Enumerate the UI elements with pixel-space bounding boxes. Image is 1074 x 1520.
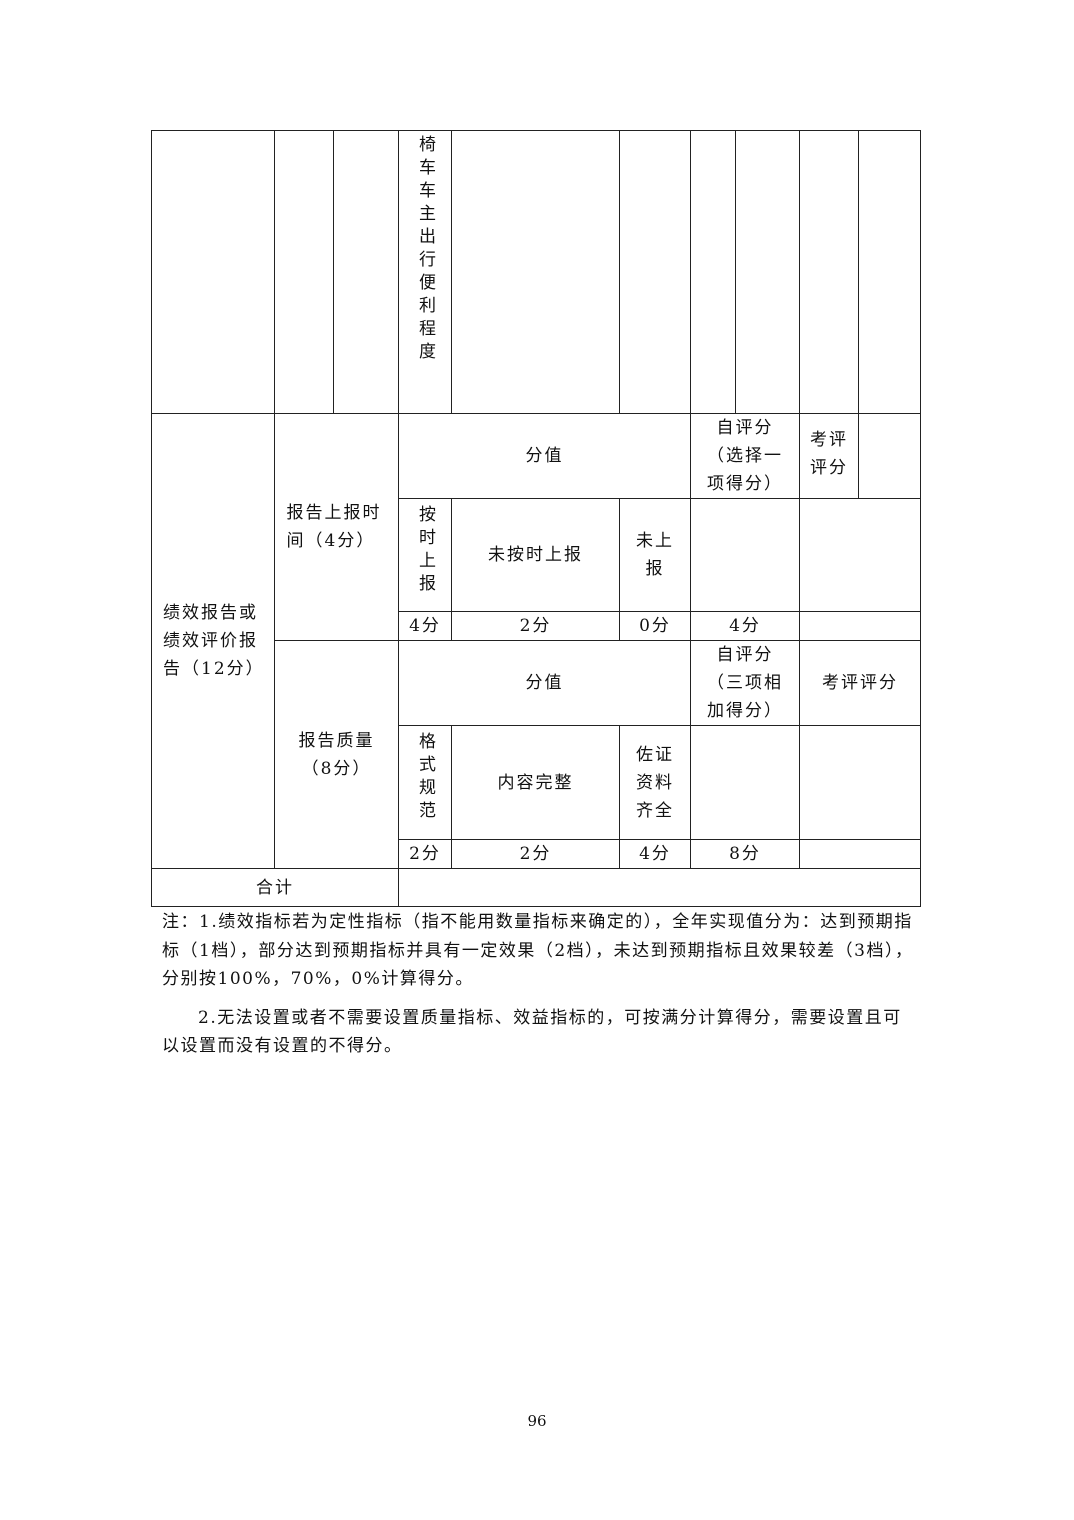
- indicator-name-cell: 椅车车主出行便利程度: [398, 130, 452, 414]
- report-quality-review-header: 考评评分: [799, 640, 921, 726]
- note-2: 2.无法设置或者不需要设置质量指标、效益指标的，可按满分计算得分，需要设置且可以…: [162, 1007, 902, 1057]
- option-not-on-time: 未按时上报: [451, 498, 620, 612]
- report-time-label-cell: 报告上报时间（4分）: [274, 413, 399, 641]
- empty-cell: [333, 130, 399, 414]
- empty-cell: [274, 130, 334, 414]
- points-evidence: 4分: [619, 839, 691, 869]
- empty-cell: [799, 839, 921, 869]
- report-quality-label: 报告质量（8分）: [298, 730, 375, 779]
- report-time-options-row: 按时上报 未按时上报 未上报: [152, 498, 921, 612]
- points-not-reported: 0分: [619, 611, 691, 641]
- report-section-label-cell: 绩效报告或绩效评价报告（12分）: [151, 413, 275, 869]
- option-not-reported: 未上报: [636, 531, 674, 579]
- points-not-on-time: 2分: [451, 611, 620, 641]
- report-time-self-score: 4分: [690, 611, 800, 641]
- report-quality-self-score-header-cell: 自评分（三项相加得分）: [690, 640, 800, 726]
- option-evidence: 佐证资料齐全: [636, 744, 674, 821]
- indicator-name: 椅车车主出行便利程度: [415, 135, 435, 365]
- empty-cell: [690, 130, 736, 414]
- empty-cell: [799, 725, 921, 840]
- total-value-cell: [398, 868, 921, 907]
- empty-cell: [858, 413, 921, 499]
- empty-cell: [690, 725, 800, 840]
- option-format-cell: 格式规范: [398, 725, 452, 840]
- performance-table: 椅车车主出行便利程度 绩效报告或绩效评价报告（12分） 报告上报时间（4分） 分…: [151, 130, 921, 907]
- report-time-points-row: 4分 2分 0分 4分: [152, 611, 921, 641]
- empty-cell: [799, 130, 859, 414]
- empty-cell: [451, 130, 620, 414]
- option-content-complete: 内容完整: [451, 725, 620, 840]
- report-quality-score-header: 分值: [398, 640, 691, 726]
- note-1: 注：1.绩效指标若为定性指标（指不能用数量指标来确定的），全年实现值分为：达到预…: [162, 912, 914, 989]
- page-number: 96: [527, 1412, 547, 1430]
- report-time-self-score-header-cell: 自评分（选择一项得分）: [690, 413, 800, 499]
- report-time-review-header-cell: 考评评分: [799, 413, 859, 499]
- report-time-self-score-header: 自评分（选择一项得分）: [707, 418, 783, 494]
- option-evidence-cell: 佐证资料齐全: [619, 725, 691, 840]
- report-time-review-header: 考评评分: [810, 430, 848, 478]
- points-content: 2分: [451, 839, 620, 869]
- points-format: 2分: [398, 839, 452, 869]
- report-quality-options-row: 格式规范 内容完整 佐证资料齐全: [152, 725, 921, 840]
- option-not-reported-cell: 未上报: [619, 498, 691, 612]
- empty-cell: [735, 130, 800, 414]
- empty-cell: [151, 130, 275, 414]
- report-time-header-row: 绩效报告或绩效评价报告（12分） 报告上报时间（4分） 分值 自评分（选择一项得…: [151, 413, 921, 869]
- notes: 注：1.绩效指标若为定性指标（指不能用数量指标来确定的），全年实现值分为：达到预…: [162, 908, 914, 1061]
- report-time-score-header: 分值: [398, 413, 691, 499]
- report-quality-header-row: 报告质量（8分） 分值 自评分（三项相加得分） 考评评分: [152, 640, 921, 869]
- option-format: 格式规范: [415, 732, 435, 824]
- report-time-label: 报告上报时间（4分）: [286, 503, 382, 551]
- report-quality-self-score-header: 自评分（三项相加得分）: [707, 645, 783, 721]
- empty-cell: [858, 130, 921, 414]
- empty-cell: [619, 130, 691, 414]
- option-on-time: 按时上报: [415, 504, 435, 597]
- report-quality-label-cell: 报告质量（8分）: [274, 640, 399, 869]
- points-on-time: 4分: [398, 611, 452, 641]
- empty-cell: [690, 498, 800, 612]
- empty-cell: [799, 498, 921, 612]
- report-section-label: 绩效报告或绩效评价报告（12分）: [163, 603, 265, 679]
- total-row: 合计: [151, 868, 921, 907]
- continuation-row: 椅车车主出行便利程度: [151, 130, 921, 414]
- empty-cell: [799, 611, 921, 641]
- report-quality-points-row: 2分 2分 4分 8分: [152, 839, 921, 869]
- option-on-time-cell: 按时上报: [398, 498, 452, 612]
- total-label: 合计: [151, 868, 399, 907]
- report-quality-self-score: 8分: [690, 839, 800, 869]
